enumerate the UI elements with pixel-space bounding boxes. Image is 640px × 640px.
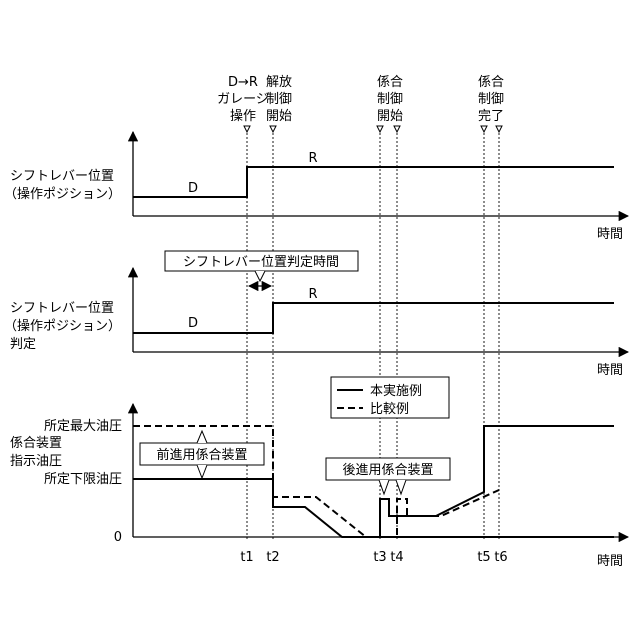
marker-t3 xyxy=(377,126,383,132)
panel2-ylabel-line1: シフトレバー位置 xyxy=(10,301,114,316)
forward-callout-pointer-up xyxy=(197,431,207,443)
event-release-line1: 解放 xyxy=(266,75,292,90)
event-engage-start-line3: 開始 xyxy=(377,109,403,124)
panel2-level-r: R xyxy=(308,287,317,302)
forward-device-label: 前進用係合装置 xyxy=(156,447,247,463)
panel3-ylabel-line1: 係合装置 xyxy=(10,436,62,451)
marker-t5 xyxy=(481,126,487,132)
event-engage-start-line1: 係合 xyxy=(377,75,403,90)
panel1-ylabel-line1: シフトレバー位置 xyxy=(10,169,114,184)
judgment-time-label: シフトレバー位置判定時間 xyxy=(183,255,339,270)
marker-t6 xyxy=(496,126,502,132)
panel1-ylabel-line2: （操作ポジション） xyxy=(4,186,121,202)
event-labels: D→R ガレージ 操作 解放 制御 開始 係合 制御 開始 係合 制御 完了 xyxy=(217,75,504,124)
event-engage-start-line2: 制御 xyxy=(377,92,403,107)
tick-zero: 0 xyxy=(114,530,122,545)
panel-engagement-pressure: 所定最大油圧 係合装置 指示油圧 所定下限油圧 0 本実施例 比較例 前進用係合… xyxy=(10,377,628,569)
panel2-xlabel: 時間 xyxy=(597,363,623,378)
time-t4: t4 xyxy=(390,550,403,565)
panel1-xlabel: 時間 xyxy=(597,227,623,242)
panel2-level-d: D xyxy=(188,316,198,331)
panel1-signal xyxy=(133,167,614,197)
panel2-ylabel-line3: 判定 xyxy=(10,337,36,352)
reverse-device-comparative-line xyxy=(366,490,499,537)
event-dr-garage-line2: ガレージ xyxy=(217,92,269,107)
event-engage-end-line2: 制御 xyxy=(478,92,504,107)
event-engage-end-line3: 完了 xyxy=(478,109,504,124)
reverse-callout-pointer-dashed xyxy=(396,480,406,494)
reverse-device-embodiment-line xyxy=(380,426,614,537)
judgment-callout-pointer xyxy=(255,271,265,281)
panel-shift-lever-judgment: D R シフトレバー位置判定時間 シフトレバー位置 （操作ポジション） 判定 時… xyxy=(4,251,628,378)
panel2-ylabel-line2: （操作ポジション） xyxy=(4,318,121,334)
reverse-device-label: 後進用係合装置 xyxy=(342,463,433,478)
panel-shift-lever-position: D R シフトレバー位置 （操作ポジション） 時間 xyxy=(4,132,628,242)
marker-t4 xyxy=(394,126,400,132)
tick-min-pressure: 所定下限油圧 xyxy=(44,472,122,487)
forward-callout-pointer-down xyxy=(197,465,207,478)
time-t1: t1 xyxy=(240,550,253,565)
time-t2: t2 xyxy=(266,550,279,565)
event-engage-end-line1: 係合 xyxy=(478,75,504,90)
time-t5: t5 xyxy=(477,550,490,565)
marker-t2 xyxy=(270,126,276,132)
forward-device-embodiment-line xyxy=(133,479,380,537)
time-t6: t6 xyxy=(494,550,507,565)
panel1-level-r: R xyxy=(308,151,317,166)
event-release-line3: 開始 xyxy=(266,109,292,124)
panel1-level-d: D xyxy=(188,181,198,196)
panel2-signal xyxy=(133,303,614,333)
event-dr-garage-line1: D→R xyxy=(228,75,258,90)
legend-solid-label: 本実施例 xyxy=(370,383,422,399)
legend-dashed-label: 比較例 xyxy=(370,402,409,417)
tick-max-pressure: 所定最大油圧 xyxy=(44,419,122,434)
panel3-xlabel: 時間 xyxy=(597,554,623,569)
event-markers xyxy=(244,126,502,132)
event-dr-garage-line3: 操作 xyxy=(230,108,256,124)
time-t3: t3 xyxy=(373,550,386,565)
panel3-ylabel-line2: 指示油圧 xyxy=(10,454,62,469)
marker-t1 xyxy=(244,126,250,132)
event-release-line2: 制御 xyxy=(266,92,292,107)
reverse-callout-pointer-solid xyxy=(379,480,389,494)
